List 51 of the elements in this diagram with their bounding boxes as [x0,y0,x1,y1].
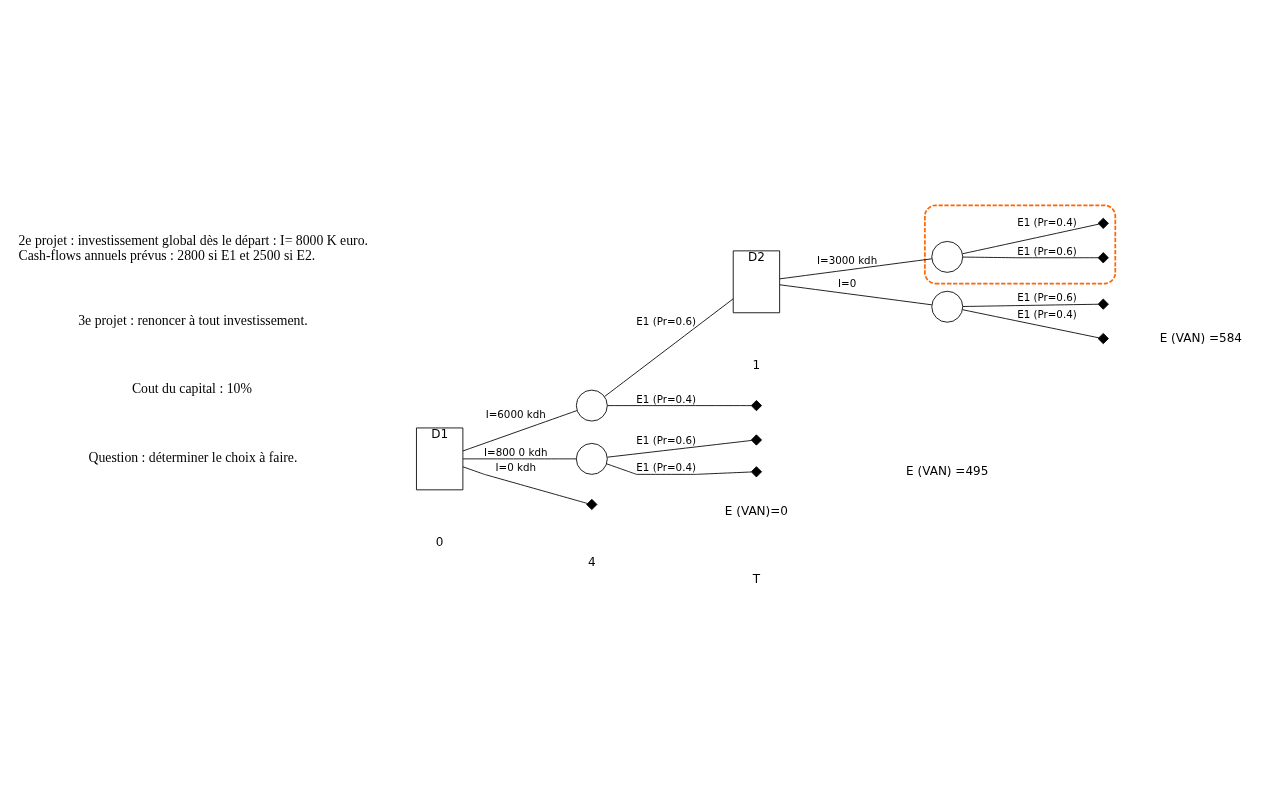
label: 0 [435,535,444,550]
edge-label: I=0 [838,277,857,290]
edge-label: E1 (Pr=0.6) [1017,244,1077,257]
node-diamond [750,434,762,446]
connector [462,458,577,460]
node-circle [575,389,608,422]
connector [462,466,588,504]
node-circle [931,290,964,323]
connector [462,410,578,452]
edge-label: E1 (Pr=0.6) [636,315,696,328]
connector [962,309,1100,339]
connector [606,463,752,475]
connector [604,298,734,397]
node-diamond [750,466,762,478]
edge-label: E1 (Pr=0.4) [636,461,696,474]
cluster [924,204,1117,285]
node-box: D1 [416,427,464,491]
connector [962,303,1099,307]
edge-label: I=6000 kdh [485,408,546,421]
node-diamond [1097,252,1109,264]
edge-label: E1 (Pr=0.4) [636,392,696,405]
label: E (VAN) =584 [1159,330,1242,345]
label: 4 [587,555,596,570]
node-circle [575,443,608,475]
label: 1 [752,358,761,373]
connector [607,440,753,458]
label: 3e projet : renoncer à tout investissement. [78,312,308,328]
edge-label: I=800 0 kdh [484,445,548,458]
label: Question : déterminer le choix à faire. [88,450,298,466]
node-diamond [586,498,598,511]
edge-label: I=3000 kdh [817,254,878,267]
connector [962,256,1099,259]
connector [779,284,933,306]
node-diamond [750,400,762,412]
node-diamond [1097,332,1109,345]
edge-label: E1 (Pr=0.4) [1017,216,1077,229]
edge-label: I=0 kdh [495,461,536,474]
edge-label: E1 (Pr=0.6) [1017,291,1077,304]
label: 2e projet : investissement global dès le départ : I= 8000 K euro. Cash-flows annuels prévus : 2800 si E1 et 2500 si E2. [18,232,368,264]
connector [779,258,933,280]
node-circle [931,241,964,273]
label: Cout du capital : 10% [131,381,252,397]
node-box: D2 [732,250,781,314]
connector [607,405,752,407]
label: T [752,572,761,587]
node-diamond [1097,217,1109,229]
label: E (VAN)=0 [724,503,789,518]
edge-label: E1 (Pr=0.4) [1017,308,1077,321]
label: E (VAN) =495 [906,463,989,478]
edge-label: E1 (Pr=0.6) [636,433,696,446]
node-diamond [1097,298,1109,310]
